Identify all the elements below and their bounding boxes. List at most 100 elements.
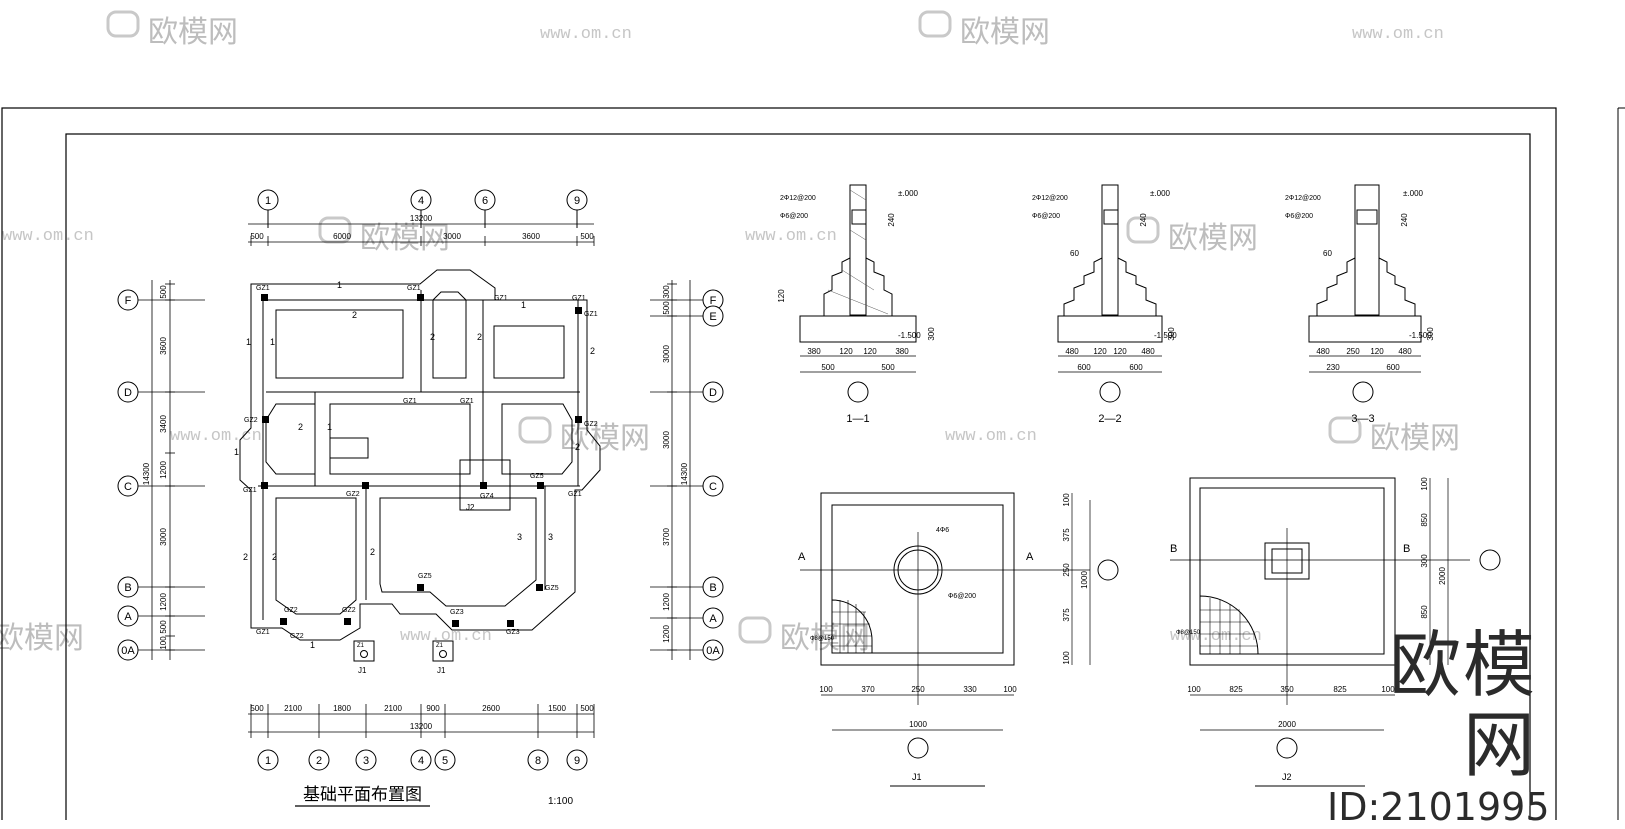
svg-text:250: 250 xyxy=(911,685,925,694)
svg-text:100: 100 xyxy=(1003,685,1017,694)
axis-bubble: 9 xyxy=(566,749,588,771)
svg-text:2: 2 xyxy=(430,332,435,342)
svg-text:欧模网: 欧模网 xyxy=(560,421,650,456)
svg-text:Ф8@150: Ф8@150 xyxy=(810,636,835,642)
svg-text:0A: 0A xyxy=(121,645,135,657)
svg-text:2: 2 xyxy=(352,310,357,320)
svg-text:J1: J1 xyxy=(358,666,367,675)
svg-text:1: 1 xyxy=(270,337,275,347)
svg-text:2: 2 xyxy=(243,552,248,562)
svg-text:120: 120 xyxy=(839,347,853,356)
svg-text:欧模网: 欧模网 xyxy=(960,15,1050,50)
svg-text:欧模网: 欧模网 xyxy=(360,221,450,256)
footing-j2-tag: J2 xyxy=(466,503,475,512)
watermark-layer: 欧模网 www.om.cn 欧模网 www.om.cn www.om.cn 欧模… xyxy=(0,10,1460,656)
svg-text:350: 350 xyxy=(1280,685,1294,694)
svg-text:60: 60 xyxy=(1323,249,1332,258)
column-tag: GZ1 xyxy=(403,398,417,405)
svg-text:B: B xyxy=(124,582,131,594)
svg-text:100: 100 xyxy=(1187,685,1201,694)
svg-text:Ф6@200: Ф6@200 xyxy=(1285,213,1313,220)
axis-bubble: 3 xyxy=(355,749,377,771)
svg-text:1: 1 xyxy=(337,280,342,290)
wall-sections: 2Ф12@200 Ф6@200 ±.000 -1.500 380 120 120… xyxy=(777,184,1435,425)
watermark-url: www.om.cn xyxy=(945,427,1037,446)
svg-text:3000: 3000 xyxy=(159,528,168,546)
svg-text:380: 380 xyxy=(807,347,821,356)
svg-text:230: 230 xyxy=(1326,363,1340,372)
column-tag: GZ1 xyxy=(572,295,586,302)
section-2-2: 2Ф12@200 Ф6@200 ±.000 -1.500 480 120 120… xyxy=(1032,184,1177,425)
svg-text:3400: 3400 xyxy=(159,415,168,433)
svg-text:100: 100 xyxy=(1420,477,1429,491)
svg-text:2: 2 xyxy=(575,442,580,452)
column-tags: GZ1 GZ1 GZ1 GZ1 GZ2 GZ2 GZ1 GZ1 GZ1 GZ2 … xyxy=(243,285,598,640)
svg-text:850: 850 xyxy=(1420,605,1429,619)
svg-text:3: 3 xyxy=(363,755,369,767)
section-caption: 1—1 xyxy=(846,413,869,425)
axis-bubble: 0A xyxy=(650,639,724,661)
svg-text:2Ф12@200: 2Ф12@200 xyxy=(1032,195,1068,202)
svg-text:B: B xyxy=(1403,543,1410,555)
column-tag: GZ1 xyxy=(256,629,270,636)
svg-text:3000: 3000 xyxy=(443,232,461,241)
plan-title: 基础平面布置图 xyxy=(303,785,422,805)
column-tag: GZ5 xyxy=(545,585,559,592)
svg-text:240: 240 xyxy=(887,213,896,227)
svg-text:2100: 2100 xyxy=(384,704,402,713)
svg-text:0A: 0A xyxy=(706,645,720,657)
svg-text:2100: 2100 xyxy=(284,704,302,713)
left-dimensions xyxy=(151,280,175,660)
foundation-plan: 1 4 6 9 13200 500 6000 3000 3600 500 F D… xyxy=(117,189,724,807)
svg-text:2: 2 xyxy=(477,332,482,342)
column-tag: GZ1 xyxy=(460,398,474,405)
svg-text:250: 250 xyxy=(1346,347,1360,356)
svg-text:A: A xyxy=(709,613,717,625)
svg-text:1: 1 xyxy=(265,755,271,767)
svg-text:120: 120 xyxy=(1093,347,1107,356)
svg-text:250: 250 xyxy=(1062,563,1071,577)
bottom-dimensions xyxy=(248,704,595,738)
svg-text:欧模网: 欧模网 xyxy=(1168,221,1258,256)
svg-text:2600: 2600 xyxy=(482,704,500,713)
svg-text:3—3: 3—3 xyxy=(1351,413,1374,425)
column-tag: GZ1 xyxy=(584,311,598,318)
svg-text:825: 825 xyxy=(1333,685,1347,694)
right-total-dim: 14300 xyxy=(680,462,689,485)
svg-text:375: 375 xyxy=(1062,608,1071,622)
svg-text:J1: J1 xyxy=(437,666,446,675)
svg-text:2: 2 xyxy=(316,755,322,767)
svg-text:330: 330 xyxy=(963,685,977,694)
bottom-dim-values: 500 2100 1800 2100 900 2600 1500 500 132… xyxy=(250,704,594,731)
watermark-brand: 欧模网 xyxy=(1328,416,1460,456)
svg-text:300: 300 xyxy=(1420,554,1429,568)
column-tag: GZ1 xyxy=(256,285,270,292)
svg-text:2: 2 xyxy=(590,346,595,356)
room-outline xyxy=(265,403,316,475)
svg-text:±.000: ±.000 xyxy=(1150,189,1171,198)
column-tag: GZ1 xyxy=(494,295,508,302)
axis-bubble: 2 xyxy=(308,749,330,771)
watermark-url: www.om.cn xyxy=(2,227,94,246)
column-tag: GZ2 xyxy=(342,607,356,614)
svg-text:Ф6@200: Ф6@200 xyxy=(1032,213,1060,220)
svg-text:3600: 3600 xyxy=(522,232,540,241)
svg-text:3: 3 xyxy=(517,532,522,542)
svg-text:欧模网: 欧模网 xyxy=(148,15,238,50)
right-dim-values: 300 500 3000 3000 3700 1200 1200 14300 xyxy=(662,285,689,643)
svg-text:500: 500 xyxy=(250,232,264,241)
svg-text:100: 100 xyxy=(1381,685,1395,694)
svg-text:240: 240 xyxy=(1400,213,1409,227)
footing-j2-outline xyxy=(459,459,511,511)
svg-text:欧模网: 欧模网 xyxy=(0,621,84,656)
axis-bubble: 6 xyxy=(474,189,496,228)
svg-text:±.000: ±.000 xyxy=(1403,189,1424,198)
svg-text:500: 500 xyxy=(821,363,835,372)
svg-text:600: 600 xyxy=(1077,363,1091,372)
svg-text:欧模网: 欧模网 xyxy=(1370,421,1460,456)
svg-text:B: B xyxy=(709,582,716,594)
axis-bubble: 9 xyxy=(566,189,588,228)
svg-text:500: 500 xyxy=(159,620,168,634)
axis-bubble: 1 xyxy=(257,189,279,228)
room-outline xyxy=(379,497,537,607)
